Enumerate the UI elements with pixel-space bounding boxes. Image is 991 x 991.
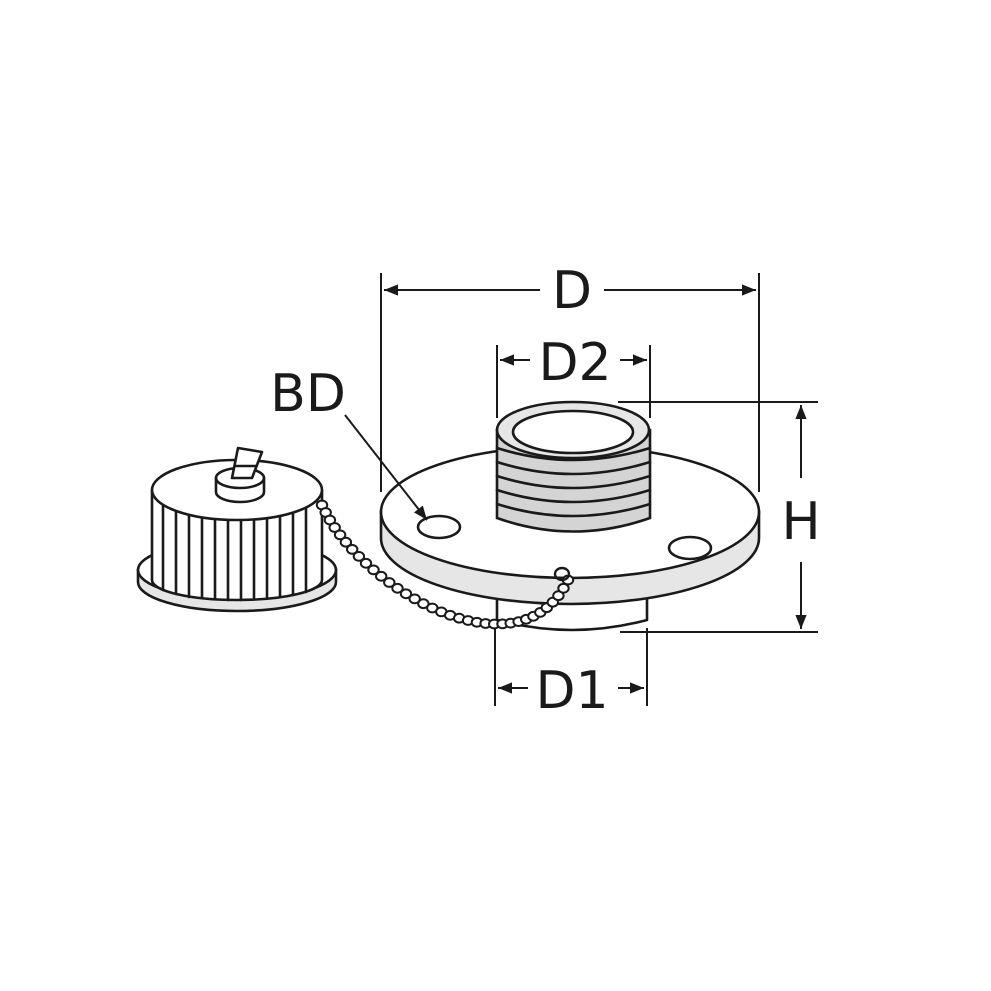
dimension-d1: D1 (494, 628, 648, 721)
label-d2: D2 (538, 333, 611, 393)
chain-bead (339, 536, 353, 548)
chain-bead (408, 593, 421, 605)
chain-bead (352, 551, 366, 562)
dimension-d: D (380, 261, 760, 492)
label-d: D (552, 261, 592, 321)
chain-bead (383, 577, 396, 588)
chain-bead (333, 529, 347, 541)
dimension-d2: D2 (496, 333, 651, 418)
bolt-hole-left (416, 514, 462, 540)
chain-bead (391, 582, 404, 594)
threaded-neck (495, 400, 652, 533)
chain-bead (359, 557, 373, 569)
bead-chain (315, 499, 575, 630)
chain-bead (557, 582, 570, 594)
bolt-hole-right (667, 535, 713, 561)
chain-end-ring (553, 566, 571, 582)
label-d1: D1 (535, 661, 608, 721)
chain-bead (346, 544, 359, 555)
label-h: H (781, 492, 820, 552)
cap (136, 446, 338, 613)
chain-bead (399, 588, 413, 600)
chain-bead (367, 564, 380, 576)
chain-bead (375, 570, 388, 582)
chain-bead (328, 522, 341, 533)
label-bd: BD (270, 364, 346, 424)
dimension-bd: BD (270, 364, 428, 521)
dimension-h: H (618, 401, 821, 633)
